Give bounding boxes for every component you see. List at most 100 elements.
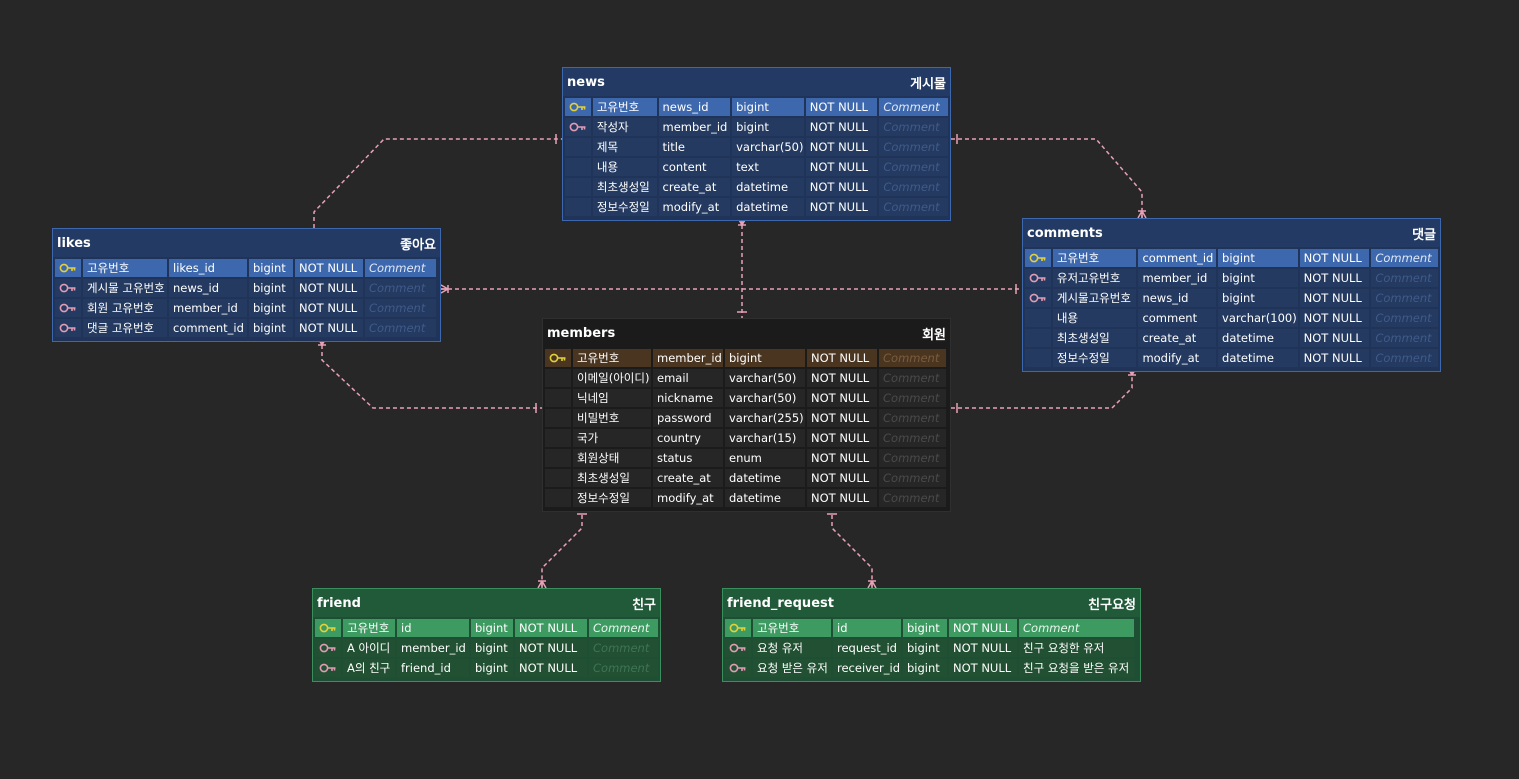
column-null: NOT NULL: [805, 98, 878, 116]
key-cell: [565, 178, 591, 196]
column-null: NOT NULL: [807, 409, 877, 427]
column-name: news_id: [658, 98, 731, 116]
column-type: datetime: [725, 469, 805, 487]
column-label: 최초생성일: [1052, 329, 1137, 347]
foreign-key-icon: [315, 659, 341, 677]
column-comment: Comment: [879, 158, 948, 176]
column-type: bigint: [471, 619, 513, 637]
column-comment: Comment: [1371, 349, 1438, 367]
column-type: varchar(50): [725, 369, 805, 387]
column-null: NOT NULL: [807, 349, 877, 367]
column-null: NOT NULL: [1299, 289, 1370, 307]
rel-news-members[interactable]: [737, 217, 747, 318]
column-null: NOT NULL: [295, 319, 363, 337]
primary-key-icon: [725, 619, 751, 637]
column-type: bigint: [249, 319, 293, 337]
column-name: friend_id: [397, 659, 469, 677]
column-comment: Comment: [589, 659, 658, 677]
rel-comments-members[interactable]: [951, 367, 1137, 413]
column-null: NOT NULL: [1299, 309, 1370, 327]
column-name: modify_at: [653, 489, 723, 507]
column-null: NOT NULL: [515, 619, 587, 637]
column-label: A 아이디: [343, 639, 395, 657]
column-label: 내용: [592, 158, 657, 176]
rel-likes-news[interactable]: [313, 134, 562, 228]
key-cell: [1025, 349, 1051, 367]
rel-members-friend-request[interactable]: [827, 508, 877, 589]
column-comment: Comment: [879, 429, 946, 447]
primary-key-icon: [565, 98, 591, 116]
column-name: request_id: [833, 639, 901, 657]
rel-news-comments[interactable]: [951, 134, 1147, 219]
column-comment: Comment: [365, 299, 436, 317]
many-marker: [440, 284, 449, 294]
column-name: create_at: [658, 178, 731, 196]
column-name: member_id: [658, 118, 731, 136]
column-label: 고유번호: [592, 98, 657, 116]
column-label: 게시물 고유번호: [83, 279, 167, 297]
column-label: 내용: [1052, 309, 1137, 327]
column-null: NOT NULL: [805, 178, 878, 196]
column-label: 고유번호: [83, 259, 167, 277]
column-comment: Comment: [589, 619, 658, 637]
column-name: id: [833, 619, 901, 637]
rel-likes-comments[interactable]: [440, 284, 1022, 294]
column-comment: Comment: [879, 98, 948, 116]
key-cell: [545, 389, 571, 407]
column-type: enum: [725, 449, 805, 467]
rel-members-friend[interactable]: [537, 508, 587, 589]
column-label: A의 친구: [343, 659, 395, 677]
rel-likes-members[interactable]: [317, 337, 542, 413]
column-type: varchar(100): [1218, 309, 1298, 327]
column-type: datetime: [1218, 329, 1298, 347]
column-label: 정보수정일: [592, 198, 657, 216]
key-cell: [545, 429, 571, 447]
column-type: bigint: [471, 639, 513, 657]
foreign-key-icon: [55, 319, 81, 337]
column-label: 요청 유저: [753, 639, 831, 657]
